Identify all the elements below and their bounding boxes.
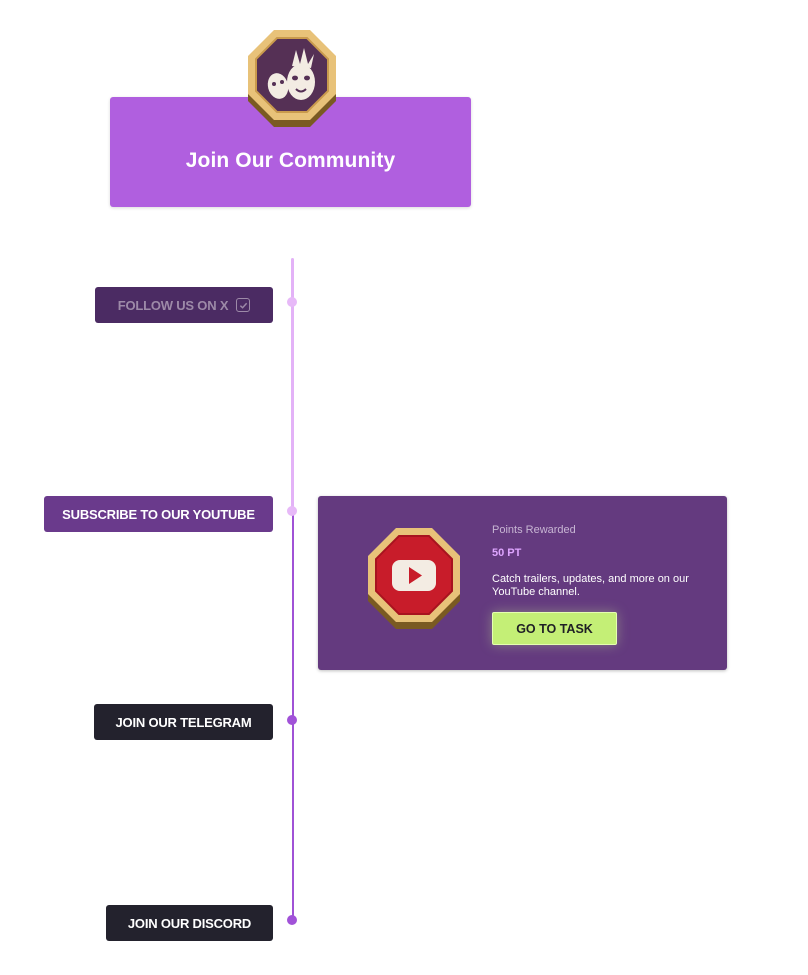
timeline-progress-line [291,258,294,512]
youtube-icon [368,528,460,629]
step-follow-x-button[interactable]: FOLLOW US ON X [95,287,273,323]
task-description: Catch trailers, updates, and more on our… [492,573,689,598]
timeline-dot-follow-x [287,297,297,307]
step-telegram-button[interactable]: JOIN OUR TELEGRAM [94,704,273,740]
step-discord-button[interactable]: JOIN OUR DISCORD [106,905,273,941]
timeline-dot-telegram [287,715,297,725]
step-youtube-button[interactable]: SUBSCRIBE TO OUR YOUTUBE [44,496,273,532]
checkbox-checked-icon [236,298,251,312]
page-title: Join Our Community [185,149,396,172]
points-value: 50 PT [492,547,522,559]
masks-icon [248,30,336,127]
points-label: Points Rewarded [492,524,576,536]
timeline-dot-youtube [287,506,297,516]
go-to-task-button[interactable]: GO TO TASK [492,612,617,645]
step-label: FOLLOW US ON X [117,297,229,313]
step-label: SUBSCRIBE TO OUR YOUTUBE [62,506,255,522]
step-label: JOIN OUR DISCORD [127,915,252,931]
step-label: JOIN OUR TELEGRAM [115,714,252,730]
timeline-dot-discord [287,915,297,925]
